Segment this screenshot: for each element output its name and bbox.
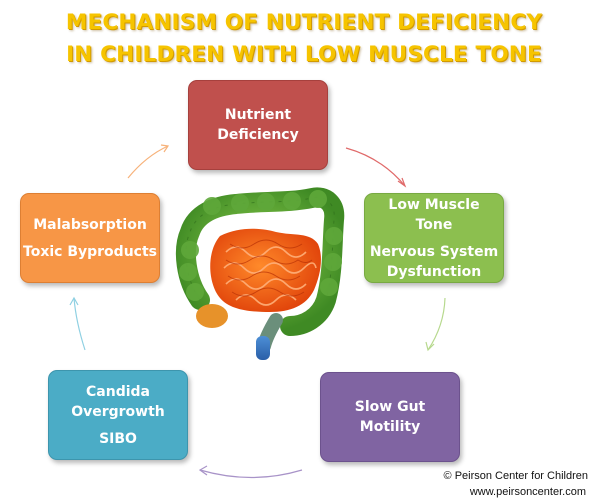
node-malabsorption: Malabsorption Toxic Byproducts bbox=[20, 193, 160, 283]
node-candida-line-1: Candida bbox=[86, 383, 150, 400]
node-slow-gut-motility-line-1: Slow Gut bbox=[354, 399, 426, 415]
node-candida-line-3: SIBO bbox=[99, 430, 137, 447]
node-low-muscle-tone-line-4: Dysfunction bbox=[386, 263, 482, 280]
node-low-muscle-tone-line-1: Low Muscle bbox=[388, 196, 480, 213]
arrow-malabsorption-to-nutrient bbox=[127, 144, 170, 179]
node-low-muscle-tone: Low Muscle Tone Nervous System Dysfuncti… bbox=[364, 193, 504, 283]
node-low-muscle-tone-line-3: Nervous System bbox=[369, 243, 499, 260]
node-candida-line-2: Overgrowth bbox=[71, 403, 165, 420]
website-credit: www.peirsoncenter.com bbox=[469, 486, 586, 498]
node-nutrient-deficiency: Nutrient Deficiency bbox=[188, 80, 328, 170]
node-malabsorption-line-2: Toxic Byproducts bbox=[23, 243, 157, 260]
copyright-credit: © Peirson Center for Children bbox=[443, 470, 588, 482]
arrow-muscle-to-motility bbox=[425, 297, 446, 352]
diagram-title-line-1: MECHANISM OF NUTRIENT DEFICIENCY bbox=[65, 10, 543, 35]
arrow-nutrient-to-muscle bbox=[345, 147, 407, 188]
node-nutrient-deficiency-line-1: Nutrient bbox=[224, 107, 292, 123]
diagram-title-line-2: IN CHILDREN WITH LOW MUSCLE TONE bbox=[66, 42, 542, 67]
arrow-motility-to-candida bbox=[198, 465, 303, 479]
node-slow-gut-motility-line-2: Motility bbox=[359, 419, 421, 435]
intestines-icon bbox=[175, 187, 345, 360]
node-nutrient-deficiency-line-2: Deficiency bbox=[217, 127, 299, 143]
node-low-muscle-tone-line-2: Tone bbox=[415, 216, 453, 233]
node-slow-gut-motility: Slow Gut Motility bbox=[320, 372, 460, 462]
node-malabsorption-line-1: Malabsorption bbox=[33, 216, 147, 233]
arrow-candida-to-malabsorption bbox=[69, 296, 86, 351]
node-candida-overgrowth: Candida Overgrowth SIBO bbox=[48, 370, 188, 460]
